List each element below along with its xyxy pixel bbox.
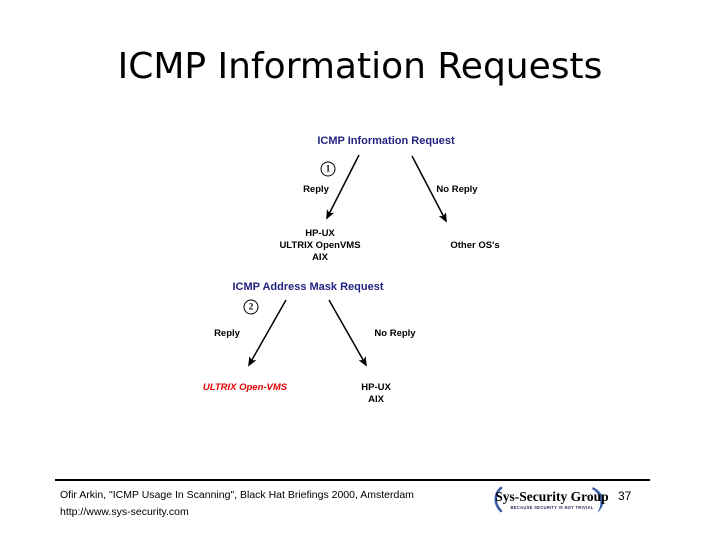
footer-attribution: Ofir Arkin, "ICMP Usage In Scanning", Bl…: [60, 487, 414, 521]
outcome-os-line: ULTRIX Open-VMS: [202, 382, 288, 393]
footer-url[interactable]: http://www.sys-security.com: [60, 506, 189, 518]
page-title: ICMP Information Requests: [117, 46, 603, 87]
outcome-os-line: ULTRIX OpenVMS: [279, 240, 361, 251]
arrow-b1-no-reply: [411, 155, 447, 223]
logo-wordmark: Sys-Security Group: [495, 489, 609, 504]
outcome-b2-no-reply: HP-UX AIX: [361, 382, 391, 406]
step-marker-1: 1: [320, 161, 336, 177]
outcome-os-line: AIX: [368, 394, 384, 405]
branch-label-b1-reply: Reply: [303, 184, 329, 195]
outcome-os-line: HP-UX: [361, 382, 391, 393]
outcome-b1-reply: HP-UX ULTRIX OpenVMS AIX: [279, 228, 360, 264]
diagram-arrows: [248, 154, 447, 367]
outcome-os-line: HP-UX: [305, 228, 335, 239]
arrow-b2-reply: [248, 299, 287, 367]
sys-security-group-logo: Sys-Security Group BECAUSE SECURITY IS N…: [493, 484, 611, 518]
footer-citation: Ofir Arkin, "ICMP Usage In Scanning", Bl…: [60, 489, 414, 501]
branch-label-b2-no-reply: No Reply: [374, 328, 416, 339]
footer-divider: [55, 479, 650, 481]
branch-label-b2-reply: Reply: [214, 328, 240, 339]
outcome-os-line: Other OS's: [450, 240, 500, 251]
page-number: 37: [618, 489, 632, 503]
diagram-heading-address-mask-request: ICMP Address Mask Request: [232, 281, 384, 293]
logo-tagline: BECAUSE SECURITY IS NOT TRIVIAL: [510, 505, 594, 510]
outcome-b1-no-reply: Other OS's: [450, 240, 499, 252]
step-marker-2: 2: [243, 299, 259, 315]
logo-swoosh-icon: [494, 486, 604, 513]
arrow-b2-no-reply: [328, 299, 367, 367]
outcome-os-line: AIX: [312, 252, 328, 263]
icmp-flow-diagram: ICMP Information Request 1 Reply No Repl…: [0, 118, 720, 428]
diagram-heading-information-request: ICMP Information Request: [317, 135, 455, 147]
branch-label-b1-no-reply: No Reply: [436, 184, 478, 195]
outcome-b2-reply: ULTRIX Open-VMS: [203, 382, 287, 394]
arrow-b1-reply: [326, 154, 360, 220]
